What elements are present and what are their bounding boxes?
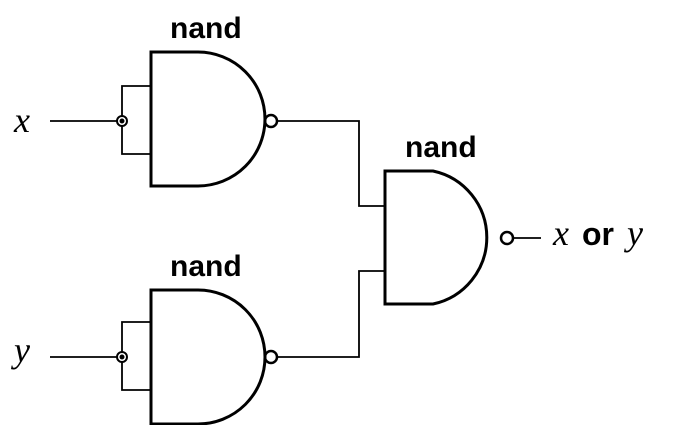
nand-gate-output-body — [383, 169, 489, 306]
wire-top-to-output — [277, 120, 385, 207]
nand-gate-top-body — [149, 50, 267, 188]
output-var-y: y — [624, 213, 643, 253]
output-operator: or — [582, 216, 614, 252]
nand-gate-top — [149, 50, 279, 188]
junction-dot-x-core — [119, 118, 125, 124]
nand-gate-bottom-bubble — [263, 349, 279, 365]
junction-dot-y-core — [119, 354, 125, 360]
output-expression: x or y — [552, 213, 643, 253]
nand-gate-bottom — [149, 288, 279, 425]
nand-gate-output-bubble — [499, 230, 515, 246]
gate-label-top: nand — [170, 12, 242, 45]
input-label-x: x — [13, 100, 30, 140]
junctions — [116, 115, 128, 363]
input-label-y: y — [11, 330, 30, 370]
gate-label-bottom: nand — [170, 250, 242, 283]
output-var-x: x — [552, 213, 569, 253]
nand-gate-bottom-body — [149, 288, 267, 425]
wires — [50, 85, 541, 391]
nand-gate-top-bubble — [263, 113, 279, 129]
nand-gate-output — [383, 169, 515, 306]
wire-bottom-to-output — [277, 270, 385, 358]
gate-label-output: nand — [405, 131, 477, 164]
